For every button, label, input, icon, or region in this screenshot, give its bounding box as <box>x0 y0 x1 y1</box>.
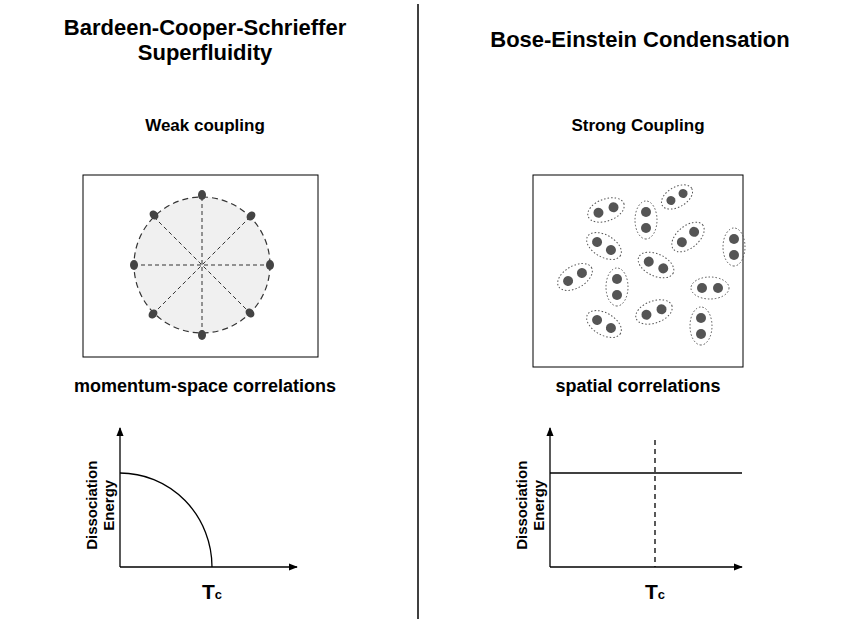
regime-label: Strong Coupling <box>571 116 704 136</box>
divider-line <box>417 4 419 619</box>
bec-graph <box>550 428 742 567</box>
axis-label: Dissociation Energy <box>83 455 118 555</box>
correlation-label: spatial correlations <box>555 376 720 397</box>
bcs-graph <box>120 428 297 567</box>
axis-tick-label: Tc <box>645 580 665 604</box>
section-heading: Bardeen-Cooper-Schrieffer Superfluidity <box>25 15 385 66</box>
molecule-pairs <box>553 180 745 345</box>
correlation-label: momentum-space correlations <box>74 376 336 397</box>
bec-box <box>533 175 743 367</box>
bcs-box <box>83 175 318 357</box>
section-heading: Bose-Einstein Condensation <box>490 27 789 52</box>
axis-tick-label: Tc <box>202 580 222 604</box>
regime-label: Weak coupling <box>145 116 265 136</box>
fermi-circle <box>130 190 274 340</box>
axis-label: Dissociation Energy <box>513 455 548 555</box>
